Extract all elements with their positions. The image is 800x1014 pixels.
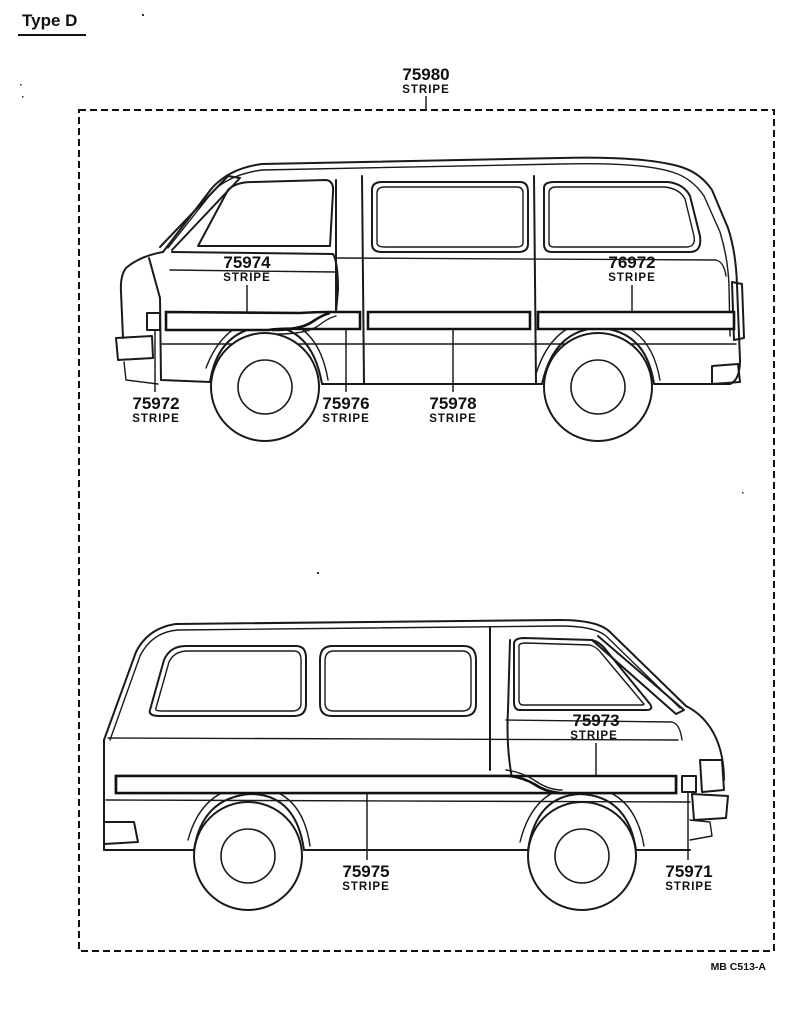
callout-75975-number: 75975 bbox=[342, 862, 389, 881]
callout-75973-number: 75973 bbox=[572, 711, 619, 730]
van-side-left-icon bbox=[115, 156, 745, 442]
diagram-reference-code: MB C513-A bbox=[711, 961, 767, 973]
callout-75978-number: 75978 bbox=[429, 394, 476, 413]
van-side-right-icon bbox=[103, 619, 729, 911]
callout-75972-name: STRIPE bbox=[132, 413, 180, 425]
wheel-icon bbox=[210, 332, 320, 442]
callout-75975-name: STRIPE bbox=[342, 881, 390, 893]
callout-75974-name: STRIPE bbox=[223, 272, 271, 284]
callout-75973-name: STRIPE bbox=[570, 730, 618, 742]
callout-76972-name: STRIPE bbox=[608, 272, 656, 284]
callout-75971-number: 75971 bbox=[665, 862, 712, 881]
scan-speck bbox=[20, 84, 22, 86]
frame-part-number: 75980 bbox=[402, 65, 449, 84]
frame-part-name: STRIPE bbox=[402, 84, 450, 96]
wheel-icon bbox=[193, 801, 303, 911]
callout-75976-name: STRIPE bbox=[322, 413, 370, 425]
callout-76972-number: 76972 bbox=[608, 253, 655, 272]
scan-speck bbox=[22, 96, 24, 98]
callout-75976-number: 75976 bbox=[322, 394, 369, 413]
stripe-set-frame bbox=[78, 109, 775, 952]
scan-speck bbox=[142, 14, 144, 16]
callout-75974-number: 75974 bbox=[223, 253, 271, 272]
callout-75978-name: STRIPE bbox=[429, 413, 477, 425]
scan-speck bbox=[317, 572, 319, 574]
scan-speck bbox=[742, 492, 744, 494]
callout-75972-number: 75972 bbox=[132, 394, 179, 413]
callout-75971-name: STRIPE bbox=[665, 881, 713, 893]
wheel-icon bbox=[543, 332, 653, 442]
diagram-type-title: Type D bbox=[22, 11, 77, 30]
wheel-icon bbox=[527, 801, 637, 911]
